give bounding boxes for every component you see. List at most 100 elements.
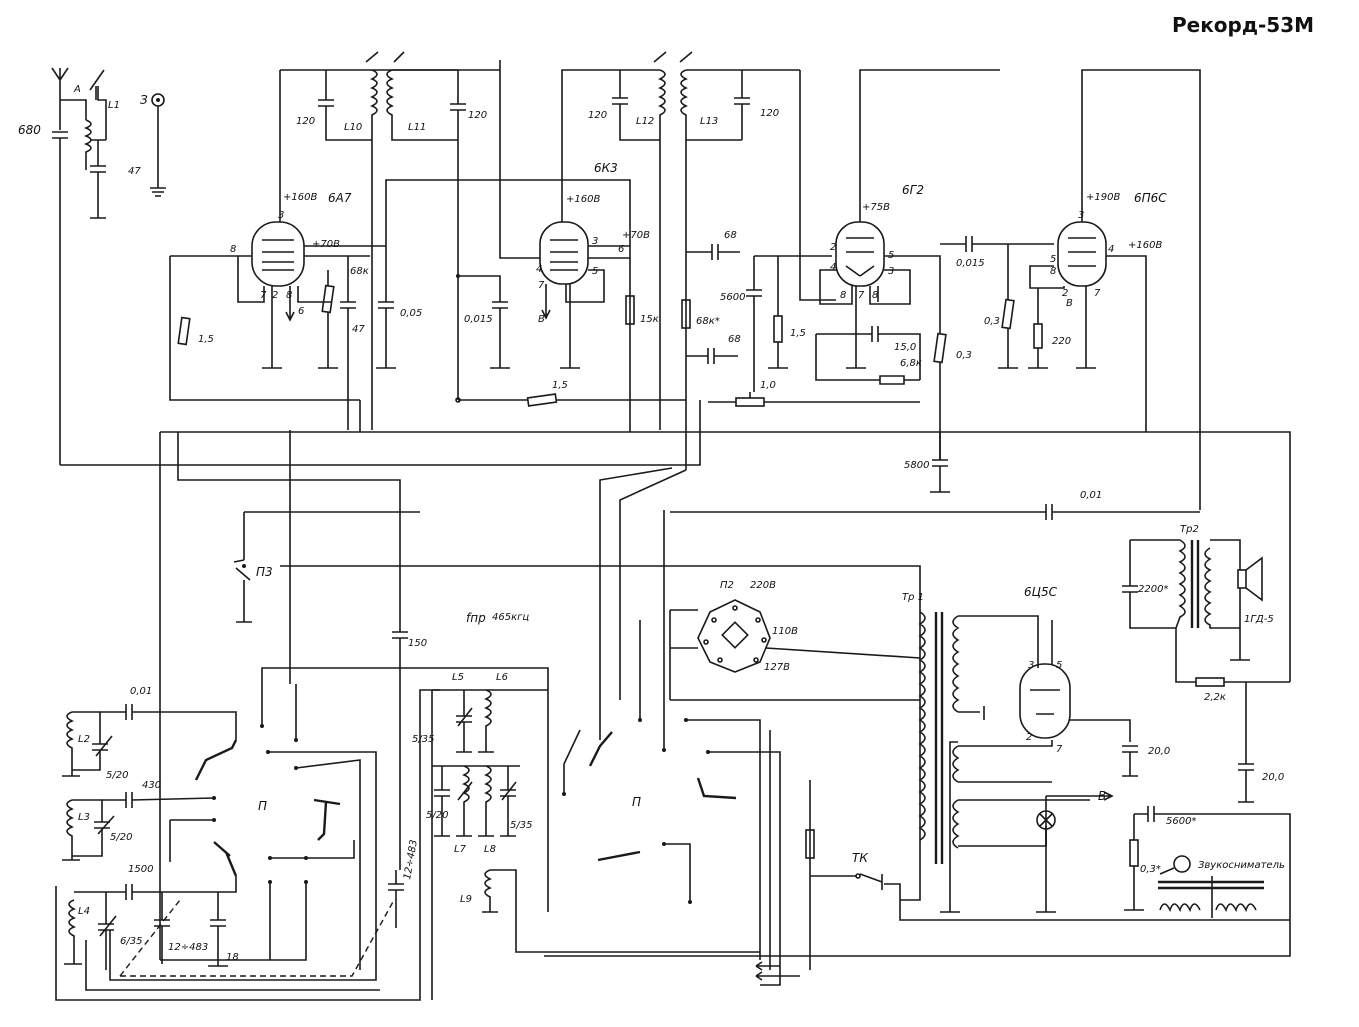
pin-8-label: 8	[230, 244, 236, 255]
v4-heater-b: В	[1066, 298, 1073, 309]
selector-127v: 127В	[764, 662, 790, 673]
cap-2200-label: 2200*	[1138, 584, 1168, 595]
resistor-1-5c-label: 1,5	[790, 328, 806, 339]
tr2-secondary	[1204, 547, 1240, 629]
speaker-label: 1ГД-5	[1244, 614, 1274, 625]
band-switch-left[interactable]: П	[109, 430, 549, 981]
v5-pin-7: 7	[1056, 744, 1063, 755]
cap-12-483b-label: 12÷483	[402, 839, 420, 881]
cap-6-35-label: 6/35	[120, 936, 142, 947]
cap-1500-label: 1500	[128, 864, 153, 875]
tr1-primary	[918, 611, 926, 841]
band-coils-middle: L5 5/35 L6 5/20 L7 L8 5/35 L9	[412, 672, 760, 1000]
tr1-heater	[952, 799, 960, 849]
band-coils-left: L2 0,01 5/20 L3 430 5/20 L4 1500 6/35 12…	[55, 686, 440, 1001]
selector-p2-label: П2	[720, 580, 734, 591]
coil-l3-label: L3	[78, 812, 90, 823]
v2-pin-3: 3	[592, 236, 598, 247]
cap-0-01a-label: 0,01	[1080, 490, 1102, 501]
tube-v1-icon	[251, 221, 305, 287]
resistor-1-5b	[526, 393, 558, 407]
tube-v2-voltage: +160В	[566, 194, 600, 205]
v2-pin-7: 7	[538, 280, 545, 291]
tube-v3-icon	[835, 221, 885, 287]
cap-5-35b-label: 5/35	[510, 820, 532, 831]
v2-pin-5: 5	[592, 266, 598, 277]
coil-l1	[83, 119, 92, 170]
switch-right-contact-b	[696, 777, 737, 800]
coil-l9-label: L9	[460, 894, 472, 905]
if-freq-value: 465кгц	[492, 612, 529, 623]
resistor-15k-label: 15к	[640, 314, 659, 325]
antenna-icon	[51, 67, 69, 100]
cap-0-015b-label: 0,015	[956, 258, 985, 269]
cap-68b-label: 68	[728, 334, 741, 345]
tr1-label: Тр 1	[902, 592, 924, 603]
switch-left-contact-a	[194, 739, 238, 781]
if-transformer-2: 120 L12 L13 120	[588, 51, 836, 470]
power-switch-tk[interactable]: ТК	[810, 851, 1290, 921]
cap-0-015a-label: 0,015	[464, 314, 493, 325]
v4-pin-5: 5	[1050, 254, 1056, 265]
if-transformer-1: 120 L10 L11 120	[296, 51, 487, 430]
resistor-0-3a-label: 0,3	[956, 350, 972, 361]
v4-pin-8: 8	[1050, 266, 1056, 277]
pin-6-label: 6	[298, 306, 304, 317]
pilot-lamp-icon	[1036, 810, 1056, 830]
switch-right-contact-c	[597, 850, 641, 862]
band-switch-right[interactable]: П	[562, 510, 815, 986]
resistor-1-5b-label: 1,5	[552, 380, 568, 391]
cap-47b-label: 47	[352, 324, 365, 335]
resistor-2-2k	[1195, 677, 1225, 687]
v4-pin-4: 4	[1108, 244, 1114, 255]
cap-5-35a-label: 5/35	[412, 734, 434, 745]
v2-heater-b: В	[538, 314, 545, 325]
v4-pin-3: 3	[1078, 210, 1084, 221]
cap-18-label: 18	[226, 952, 239, 963]
switch-p3[interactable]: П3	[233, 511, 420, 623]
cap-5-20b-label: 5/20	[110, 832, 132, 843]
fuse-icon	[805, 829, 815, 859]
heater-line-label: В	[1098, 789, 1106, 803]
coil-l13	[680, 69, 742, 141]
v4-pin-2: 2	[1062, 288, 1068, 299]
coil-l7-label: L7	[454, 844, 467, 855]
tr2-label: Тр2	[1180, 524, 1199, 535]
power-transformer: Тр 1	[280, 565, 1090, 913]
voltage-selector-p2[interactable]: П2 220В 110В 127В	[669, 580, 921, 701]
antenna-label: А	[73, 84, 81, 95]
cap-5600a-label: 5600	[720, 292, 745, 303]
switch-left-contact-b	[313, 798, 341, 841]
resistor-0-3c	[1129, 839, 1139, 867]
selector-110v: 110В	[772, 626, 798, 637]
cap-430-label: 430	[142, 780, 161, 791]
pickup-section: 5600* 0,3* Звукосниматель	[544, 806, 1291, 957]
switch-right-label: П	[632, 795, 641, 809]
tube-v1-type: 6А7	[328, 191, 352, 205]
coil-l13-label: L13	[700, 116, 718, 127]
tube-v1-screen-voltage: +70В	[312, 239, 340, 250]
cap-120a-label: 120	[296, 116, 315, 127]
tube-v4-icon	[1057, 221, 1107, 287]
cap-120b-label: 120	[468, 110, 487, 121]
switch-right-contact-a	[588, 731, 613, 767]
pin-3-label: 3	[278, 210, 284, 221]
coil-l12	[658, 69, 666, 430]
tr1-hv	[952, 615, 960, 713]
coil-l10	[370, 69, 378, 430]
v3-pin-7: 7	[858, 290, 865, 301]
coil-l4	[64, 899, 82, 965]
resistor-6-8k-label: 6,8к	[900, 358, 922, 369]
tr2-primary	[1175, 539, 1186, 629]
cap-5-20a-label: 5/20	[106, 770, 128, 781]
v2-pin-4: 4	[536, 264, 542, 275]
resistor-68k-star	[681, 299, 691, 329]
cap-680-label: 680	[18, 123, 41, 137]
v2-pin-6: 6	[618, 244, 624, 255]
agc-line	[385, 179, 631, 432]
tube-v4-screen-voltage: +160В	[1128, 240, 1162, 251]
tube-v2-icon	[539, 221, 589, 285]
selector-body	[697, 599, 771, 673]
